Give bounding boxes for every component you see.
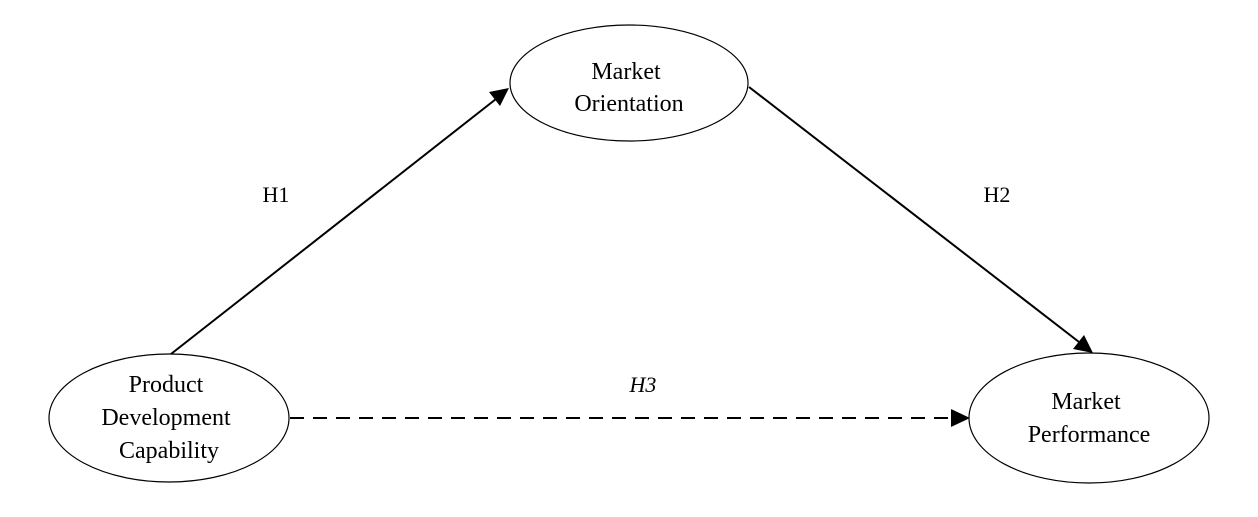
node-market-orientation-label: Market Orientation [574,59,683,117]
edge-h1 [170,88,509,355]
edge-h2 [748,86,1093,353]
node-market-orientation-line-1: Market [591,59,661,85]
node-product-development-capability: Product Development Capability [48,353,290,483]
node-product-development-capability-label: Product Development Capability [101,372,236,464]
node-market-performance-label: Market Performance [1028,389,1151,448]
node-market-performance-line-1: Market [1051,389,1121,415]
node-product-development-capability-line-3: Capability [119,438,219,464]
node-product-development-capability-ellipse [48,353,290,483]
node-market-performance: Market Performance [968,352,1210,484]
edge-h1-line [170,98,497,355]
edge-h3 [290,409,970,427]
edge-h1-label: H1 [263,182,290,207]
edge-h3-arrowhead [951,409,970,427]
edge-h3-label: H3 [629,372,657,397]
node-product-development-capability-line-2: Development [101,405,231,431]
edge-h2-arrowhead [1073,335,1093,353]
node-market-performance-line-2: Performance [1028,422,1151,448]
node-market-orientation-line-2: Orientation [574,91,683,117]
node-product-development-capability-line-1: Product [129,372,204,398]
edge-h2-line [748,86,1080,343]
edge-h1-arrowhead [489,88,509,106]
node-market-orientation-ellipse [509,24,749,142]
node-market-orientation: Market Orientation [509,24,749,142]
node-market-performance-ellipse [968,352,1210,484]
edge-h2-label: H2 [984,182,1011,207]
